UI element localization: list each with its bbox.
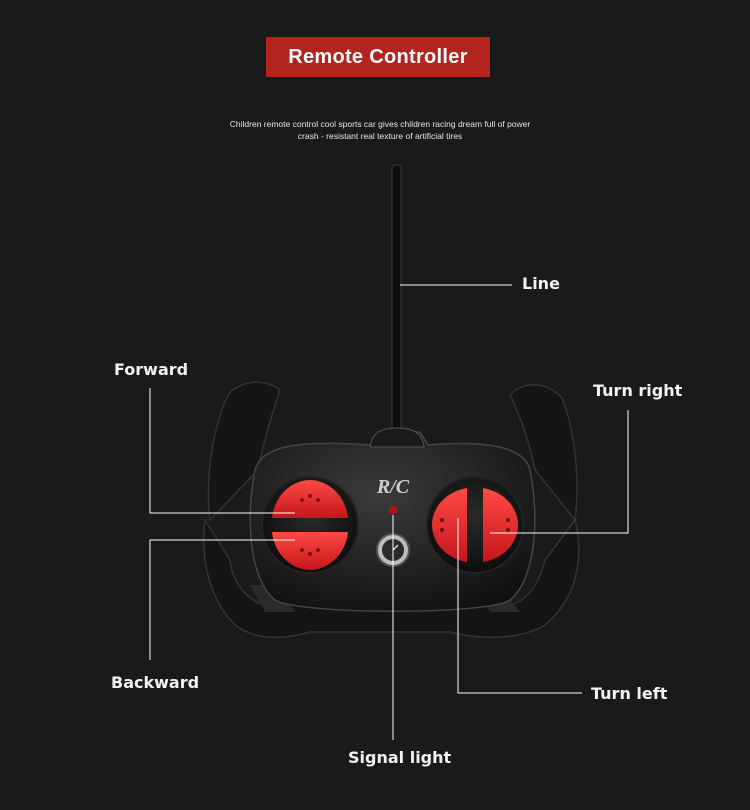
signal-light-led: [389, 506, 397, 514]
subtitle-line-2: crash - resistant real texture of artifi…: [297, 131, 463, 141]
callout-line-turn-right: [490, 410, 629, 534]
callout-lines: [149, 284, 629, 740]
turn-right-button[interactable]: [483, 488, 518, 562]
rc-logo: R/C: [376, 476, 410, 498]
callout-line-turn-left: [457, 518, 582, 694]
callout-label-turn-right: Turn right: [593, 381, 683, 400]
callout-line-forward: [149, 388, 295, 514]
forward-button[interactable]: [272, 480, 348, 518]
callout-label-forward: Forward: [114, 360, 189, 379]
callout-label-line: Line: [522, 274, 560, 293]
callout-label-turn-left: Turn left: [591, 684, 668, 703]
callout-label-backward: Backward: [111, 673, 200, 692]
backward-button[interactable]: [272, 532, 348, 570]
callout-label-signal-light: Signal light: [348, 748, 452, 767]
subtitle-line-1: Children remote control cool sports car …: [229, 119, 531, 129]
antenna: [391, 164, 402, 436]
title-banner: Remote Controller: [266, 37, 490, 77]
subtitle: Children remote control cool sports car …: [200, 118, 560, 142]
title-text: Remote Controller: [288, 45, 468, 68]
